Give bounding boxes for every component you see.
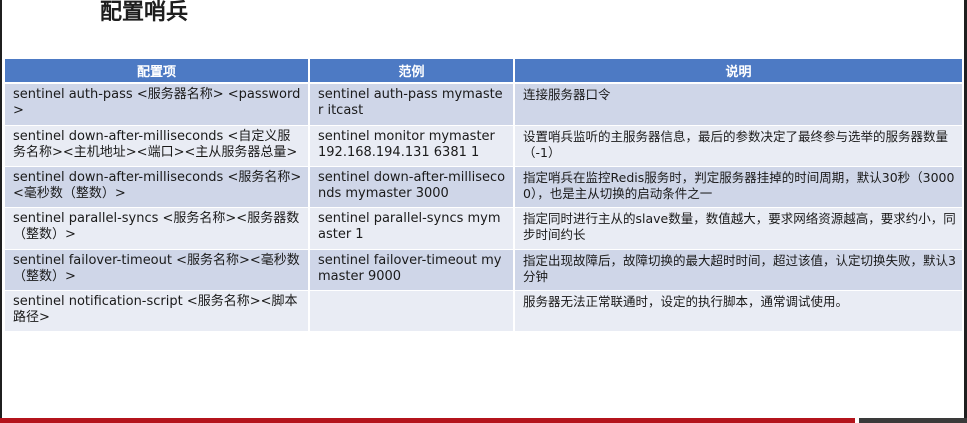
cell-description: 指定哨兵在监控Redis服务时，判定服务器挂掉的时间周期，默认30秒（30000…: [513, 166, 964, 208]
cell-config-item: sentinel down-after-milliseconds <自定义服务名…: [3, 125, 310, 167]
header-description: 说明: [513, 59, 964, 84]
cell-example: sentinel failover-timeout mymaster 9000: [308, 249, 515, 291]
config-table: 配置项 范例 说明 sentinel auth-pass <服务器名称> <pa…: [3, 59, 964, 332]
right-border: [964, 0, 967, 423]
bottom-accent-bar: [0, 418, 855, 423]
table-row: sentinel auth-pass <服务器名称> <password> se…: [3, 83, 964, 126]
bottom-dark-bar: [859, 418, 967, 423]
cell-example: sentinel parallel-syncs mymaster 1: [308, 207, 515, 250]
cell-description: 设置哨兵监听的主服务器信息，最后的参数决定了最终参与选举的服务器数量（-1）: [513, 125, 964, 167]
table-row: sentinel down-after-milliseconds <服务名称><…: [3, 166, 964, 208]
table-header-row: 配置项 范例 说明: [3, 59, 964, 84]
cell-description: 指定同时进行主从的slave数量，数值越大，要求网络资源越高，要求约小，同步时间…: [513, 207, 964, 250]
cell-description: 指定出现故障后，故障切换的最大超时时间，超过该值，认定切换失败，默认3分钟: [513, 249, 964, 291]
cell-description: 服务器无法正常联通时，设定的执行脚本，通常调试使用。: [513, 290, 964, 332]
cell-example: sentinel down-after-milliseconds mymaste…: [308, 166, 515, 208]
table-row: sentinel down-after-milliseconds <自定义服务名…: [3, 125, 964, 167]
cell-example: sentinel monitor mymaster 192.168.194.13…: [308, 125, 515, 167]
cell-config-item: sentinel failover-timeout <服务名称><毫秒数（整数）…: [3, 249, 310, 291]
left-border: [0, 0, 2, 423]
table-row: sentinel failover-timeout <服务名称><毫秒数（整数）…: [3, 249, 964, 291]
table-row: sentinel parallel-syncs <服务名称><服务器数（整数）>…: [3, 207, 964, 250]
page-title: 配置哨兵: [100, 0, 189, 25]
header-config-item: 配置项: [3, 59, 310, 84]
cell-config-item: sentinel parallel-syncs <服务名称><服务器数（整数）>: [3, 207, 310, 250]
cell-description: 连接服务器口令: [513, 83, 964, 126]
cell-config-item: sentinel down-after-milliseconds <服务名称><…: [3, 166, 310, 208]
table-row: sentinel notification-script <服务名称><脚本路径…: [3, 290, 964, 332]
cell-config-item: sentinel notification-script <服务名称><脚本路径…: [3, 290, 310, 332]
header-example: 范例: [308, 59, 515, 84]
cell-example: sentinel auth-pass mymaster itcast: [308, 83, 515, 126]
cell-example: [308, 290, 515, 332]
cell-config-item: sentinel auth-pass <服务器名称> <password>: [3, 83, 310, 126]
